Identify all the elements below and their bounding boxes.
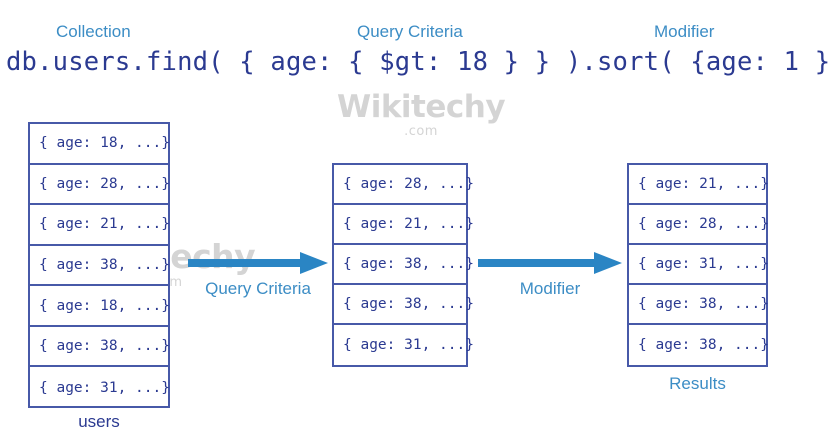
document-row: { age: 38, ...} bbox=[638, 337, 769, 353]
document-row: { age: 18, ...} bbox=[30, 286, 170, 327]
document-row: { age: 31, ...} bbox=[343, 337, 474, 353]
document-row: { age: 21, ...} bbox=[629, 165, 769, 205]
arrow-query-criteria-icon bbox=[188, 250, 328, 276]
watermark-wordmark: Wikitechy bbox=[337, 89, 506, 125]
document-row: { age: 31, ...} bbox=[629, 245, 769, 285]
document-row: { age: 28, ...} bbox=[629, 205, 769, 245]
annotation-collection: Collection bbox=[56, 22, 131, 41]
arrow-modifier-icon bbox=[478, 250, 622, 276]
document-row: { age: 21, ...} bbox=[334, 205, 474, 245]
document-row: { age: 38, ...} bbox=[334, 285, 474, 325]
query-result-box: { age: 28, ...} { age: 21, ...} { age: 3… bbox=[332, 163, 474, 367]
document-row: { age: 28, ...} bbox=[30, 165, 170, 206]
annotation-modifier: Modifier bbox=[654, 22, 715, 41]
document-row: { age: 38, ...} bbox=[629, 285, 769, 325]
results-box: { age: 21, ...} { age: 28, ...} { age: 3… bbox=[627, 163, 769, 367]
caption-users: users bbox=[78, 412, 120, 431]
annotation-query-criteria: Query Criteria bbox=[357, 22, 463, 41]
document-row: { age: 38, ...} bbox=[334, 245, 474, 285]
caption-results: Results bbox=[669, 374, 726, 393]
document-row: { age: 21, ...} bbox=[30, 205, 170, 246]
document-row: { age: 38, ...} bbox=[30, 246, 170, 287]
document-row: { age: 38, ...} bbox=[30, 327, 170, 368]
collection-users-box: { age: 18, ...} { age: 28, ...} { age: 2… bbox=[28, 122, 170, 408]
arrow-label-query-criteria: Query Criteria bbox=[205, 279, 311, 298]
watermark-domain: .com bbox=[404, 124, 438, 139]
document-row: { age: 18, ...} bbox=[30, 124, 170, 165]
wikitechy-watermark-top: Wikitechy .com bbox=[337, 89, 506, 139]
document-row: { age: 31, ...} bbox=[39, 379, 170, 396]
query-statement: db.users.find( { age: { $gt: 18 } } ).so… bbox=[6, 47, 830, 77]
arrow-label-modifier: Modifier bbox=[519, 279, 581, 298]
document-row: { age: 28, ...} bbox=[334, 165, 474, 205]
